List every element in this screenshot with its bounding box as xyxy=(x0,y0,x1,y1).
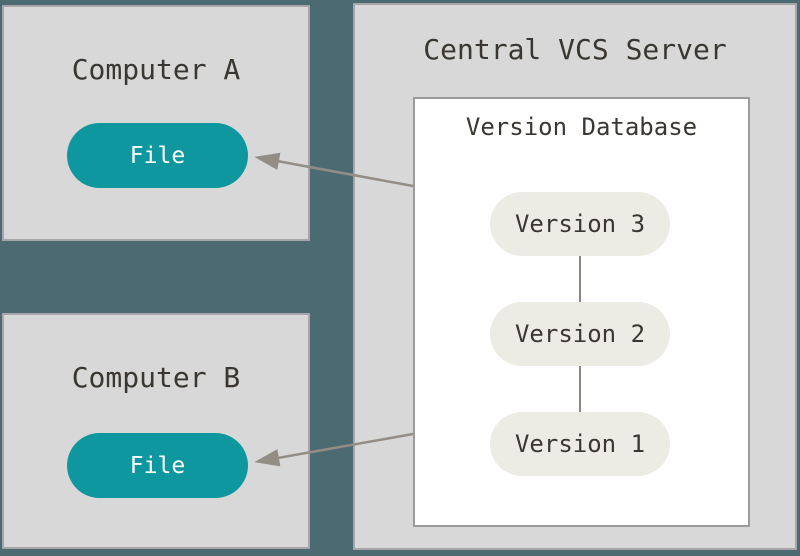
version-3-pill: Version 3 xyxy=(490,192,670,256)
central-vcs-server-box: Central VCS Server Version Database Vers… xyxy=(353,3,797,550)
connector-v2-v1 xyxy=(579,366,581,414)
version-2-label: Version 2 xyxy=(514,320,646,348)
computer-a-box: Computer A File xyxy=(2,5,310,241)
computer-a-title: Computer A xyxy=(71,53,241,86)
central-vcs-server-title: Central VCS Server xyxy=(423,33,727,66)
version-3-label: Version 3 xyxy=(514,210,646,238)
version-database-title: Version Database xyxy=(465,113,698,141)
connector-v3-v2 xyxy=(579,256,581,304)
computer-b-file-pill: File xyxy=(67,433,248,498)
computer-a-file-pill: File xyxy=(67,123,248,188)
computer-b-file-label: File xyxy=(129,452,186,479)
version-1-label: Version 1 xyxy=(514,430,646,458)
computer-a-file-label: File xyxy=(129,142,186,169)
version-2-pill: Version 2 xyxy=(490,302,670,366)
computer-b-title: Computer B xyxy=(71,361,241,394)
version-database-box: Version Database Version 3 Version 2 Ver… xyxy=(413,97,750,527)
version-1-pill: Version 1 xyxy=(490,412,670,476)
computer-b-box: Computer B File xyxy=(2,313,310,549)
